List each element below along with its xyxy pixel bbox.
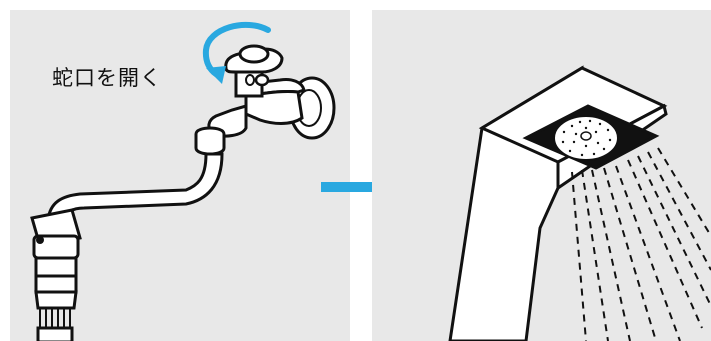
- shower-illustration: [372, 10, 711, 341]
- bent-pipe: [48, 154, 222, 222]
- water-spray: [572, 148, 711, 341]
- hose-connector: [32, 210, 80, 341]
- faucet-illustration: [10, 10, 350, 341]
- faucet-panel: 蛇口を開く: [10, 10, 350, 341]
- shower-nozzle: [554, 116, 618, 160]
- faucet-body: [196, 46, 304, 154]
- shower-head: [450, 68, 666, 341]
- shower-panel: [372, 10, 711, 341]
